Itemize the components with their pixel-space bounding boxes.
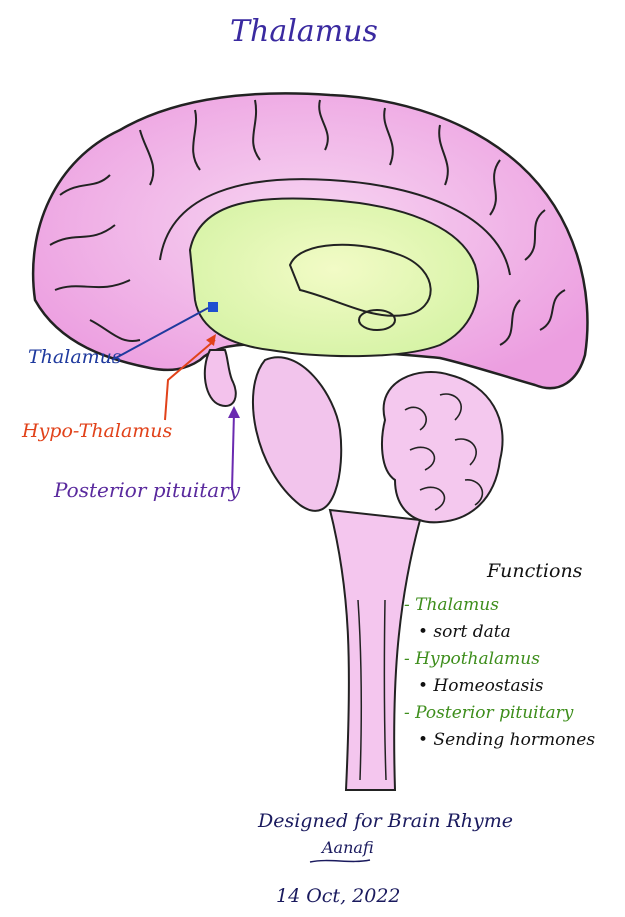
functions-heading: Functions <box>487 560 582 582</box>
thalamus-label: Thalamus <box>28 346 122 368</box>
pituitary <box>205 350 236 406</box>
function-title-posterior-pituitary: - Posterior pituitary <box>404 700 624 727</box>
function-title-thalamus: - Thalamus <box>404 592 624 619</box>
function-desc-hypothalamus: • Homeostasis <box>404 673 624 700</box>
function-desc-thalamus: • sort data <box>404 619 624 646</box>
signature-underline <box>310 860 370 862</box>
function-desc-posterior-pituitary: • Sending hormones <box>404 727 624 754</box>
pons <box>253 357 341 511</box>
posterior-pituitary-label: Posterior pituitary <box>54 478 240 502</box>
function-title-hypothalamus: - Hypothalamus <box>404 646 624 673</box>
date-line: 14 Oct, 2022 <box>276 885 401 907</box>
credit-line: Designed for Brain Rhyme <box>258 810 513 832</box>
signature: Aanafi <box>320 838 374 857</box>
functions-list: - Thalamus • sort data - Hypothalamus • … <box>404 592 624 754</box>
hypothalamus-label: Hypo-Thalamus <box>22 420 172 442</box>
thalamus-marker <box>208 302 218 312</box>
